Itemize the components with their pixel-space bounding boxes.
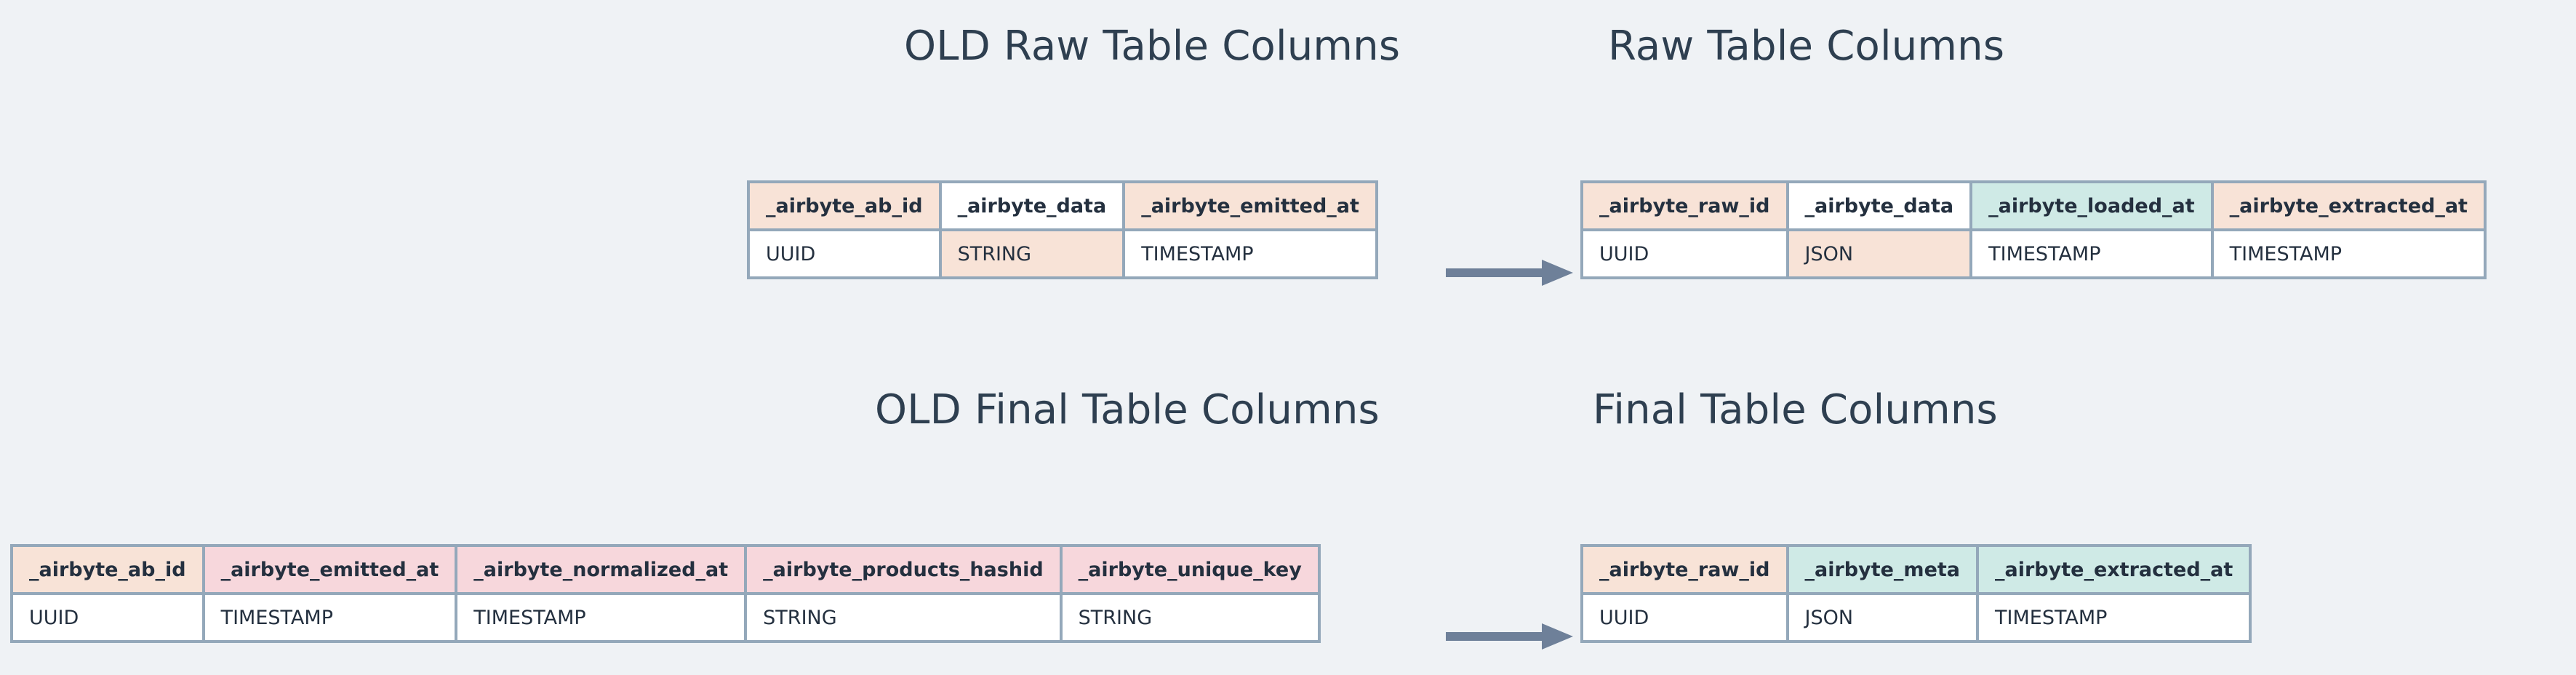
table-old-raw: _airbyte_ab_id_airbyte_data_airbyte_emit…: [747, 180, 1378, 279]
arrow-right-icon-final: [1446, 622, 1573, 651]
column-type-airbyte-unique-key: STRING: [1059, 592, 1321, 643]
column-type-airbyte-normalized-at: TIMESTAMP: [455, 592, 748, 643]
column-type-airbyte-raw-id: UUID: [1580, 228, 1789, 279]
column-header-airbyte-unique-key: _airbyte_unique_key: [1059, 544, 1321, 595]
column-header-airbyte-raw-id: _airbyte_raw_id: [1580, 180, 1789, 231]
column-header-airbyte-extracted-at: _airbyte_extracted_at: [2210, 180, 2487, 231]
title-old-raw-table-columns: OLD Raw Table Columns: [904, 23, 1401, 70]
table-new-final: _airbyte_raw_id_airbyte_meta_airbyte_ext…: [1580, 544, 2252, 643]
column-header-airbyte-products-hashid: _airbyte_products_hashid: [744, 544, 1063, 595]
column-type-airbyte-data: STRING: [938, 228, 1126, 279]
column-header-airbyte-data: _airbyte_data: [938, 180, 1126, 231]
column-header-airbyte-meta: _airbyte_meta: [1785, 544, 1980, 595]
table-header-row: _airbyte_ab_id_airbyte_emitted_at_airbyt…: [10, 544, 1321, 595]
column-type-airbyte-extracted-at: TIMESTAMP: [1976, 592, 2252, 643]
table-header-row: _airbyte_raw_id_airbyte_data_airbyte_loa…: [1580, 180, 2487, 231]
title-final-table-columns: Final Table Columns: [1593, 386, 1998, 434]
title-raw-table-columns: Raw Table Columns: [1608, 23, 2005, 70]
column-header-airbyte-ab-id: _airbyte_ab_id: [10, 544, 205, 595]
column-type-airbyte-meta: JSON: [1785, 592, 1980, 643]
column-header-airbyte-loaded-at: _airbyte_loaded_at: [1969, 180, 2214, 231]
column-type-airbyte-products-hashid: STRING: [744, 592, 1063, 643]
column-type-airbyte-data: JSON: [1785, 228, 1973, 279]
column-header-airbyte-emitted-at: _airbyte_emitted_at: [1122, 180, 1378, 231]
table-header-row: _airbyte_raw_id_airbyte_meta_airbyte_ext…: [1580, 544, 2252, 595]
column-header-airbyte-normalized-at: _airbyte_normalized_at: [455, 544, 748, 595]
table-old-final: _airbyte_ab_id_airbyte_emitted_at_airbyt…: [10, 544, 1321, 643]
column-header-airbyte-extracted-at: _airbyte_extracted_at: [1976, 544, 2252, 595]
column-type-airbyte-emitted-at: TIMESTAMP: [1122, 228, 1378, 279]
column-type-airbyte-ab-id: UUID: [747, 228, 942, 279]
column-type-airbyte-extracted-at: TIMESTAMP: [2210, 228, 2487, 279]
column-header-airbyte-data: _airbyte_data: [1785, 180, 1973, 231]
column-header-airbyte-raw-id: _airbyte_raw_id: [1580, 544, 1789, 595]
arrow-right-icon-raw: [1446, 258, 1573, 287]
table-header-row: _airbyte_ab_id_airbyte_data_airbyte_emit…: [747, 180, 1378, 231]
column-header-airbyte-emitted-at: _airbyte_emitted_at: [201, 544, 458, 595]
column-type-airbyte-ab-id: UUID: [10, 592, 205, 643]
column-type-airbyte-loaded-at: TIMESTAMP: [1969, 228, 2214, 279]
column-type-airbyte-raw-id: UUID: [1580, 592, 1789, 643]
title-old-final-table-columns: OLD Final Table Columns: [875, 386, 1380, 434]
column-header-airbyte-ab-id: _airbyte_ab_id: [747, 180, 942, 231]
column-type-airbyte-emitted-at: TIMESTAMP: [201, 592, 458, 643]
table-new-raw: _airbyte_raw_id_airbyte_data_airbyte_loa…: [1580, 180, 2487, 279]
